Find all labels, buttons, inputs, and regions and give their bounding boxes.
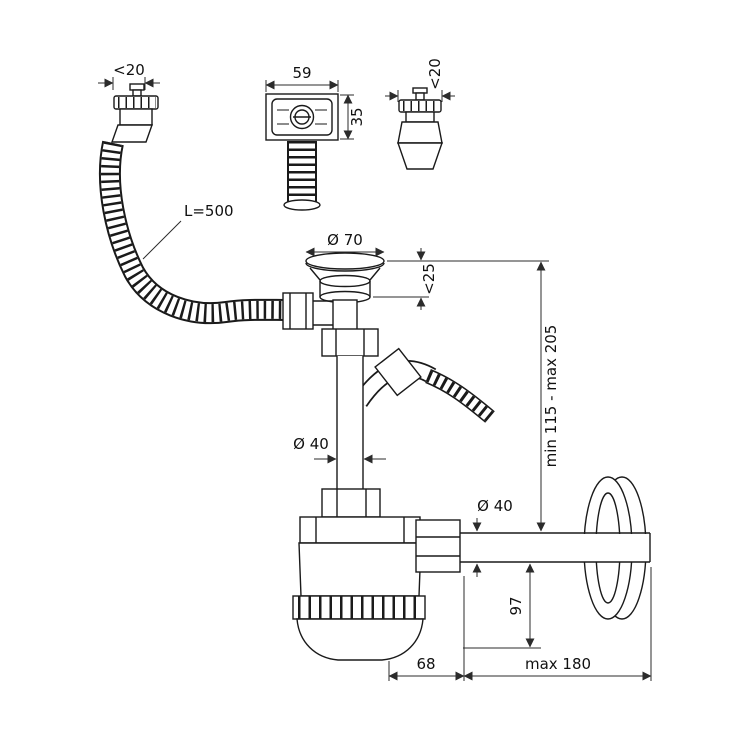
overflow-cover-stub bbox=[283, 141, 321, 211]
overflow-cover-plate bbox=[265, 93, 339, 141]
tailpiece-nut bbox=[321, 328, 379, 357]
dim-outlet-length: max 180 bbox=[525, 655, 591, 673]
outlet-nut bbox=[415, 519, 461, 573]
drain-flange bbox=[305, 252, 385, 331]
side-inlet-branch bbox=[352, 347, 495, 423]
dim-adjust-range: min 115 - max 205 bbox=[542, 325, 560, 468]
overflow-outlet-fitting bbox=[397, 87, 443, 170]
dim-flange-diameter: Ø 70 bbox=[327, 231, 363, 249]
dim-cover-height: 35 bbox=[348, 107, 366, 126]
dim-cover-width: 59 bbox=[292, 64, 311, 82]
dim-overflow-inlet-width: <20 bbox=[113, 61, 145, 79]
vertical-pipe bbox=[336, 356, 364, 489]
dim-trap-offset: 68 bbox=[416, 655, 435, 673]
hose-coupling-nut bbox=[282, 292, 314, 330]
flex-overflow-hose bbox=[98, 140, 293, 325]
dim-flange-height: <25 bbox=[420, 263, 438, 295]
dim-outlet-diameter: Ø 40 bbox=[477, 497, 513, 515]
dim-overflow-outlet-width: <20 bbox=[426, 58, 444, 90]
overflow-inlet-elbow bbox=[111, 83, 159, 143]
dim-hose-length: L=500 bbox=[184, 202, 234, 220]
dimension-annotations: <20 59 35 <20 L=500 Ø 70 <25 Ø 40 bbox=[98, 58, 652, 681]
bottle-trap-body bbox=[292, 516, 426, 661]
dim-outlet-height: 97 bbox=[507, 596, 525, 615]
outlet-pipe bbox=[460, 532, 651, 563]
trap-inlet-nut bbox=[321, 488, 381, 518]
dim-pipe-diameter: Ø 40 bbox=[293, 435, 329, 453]
